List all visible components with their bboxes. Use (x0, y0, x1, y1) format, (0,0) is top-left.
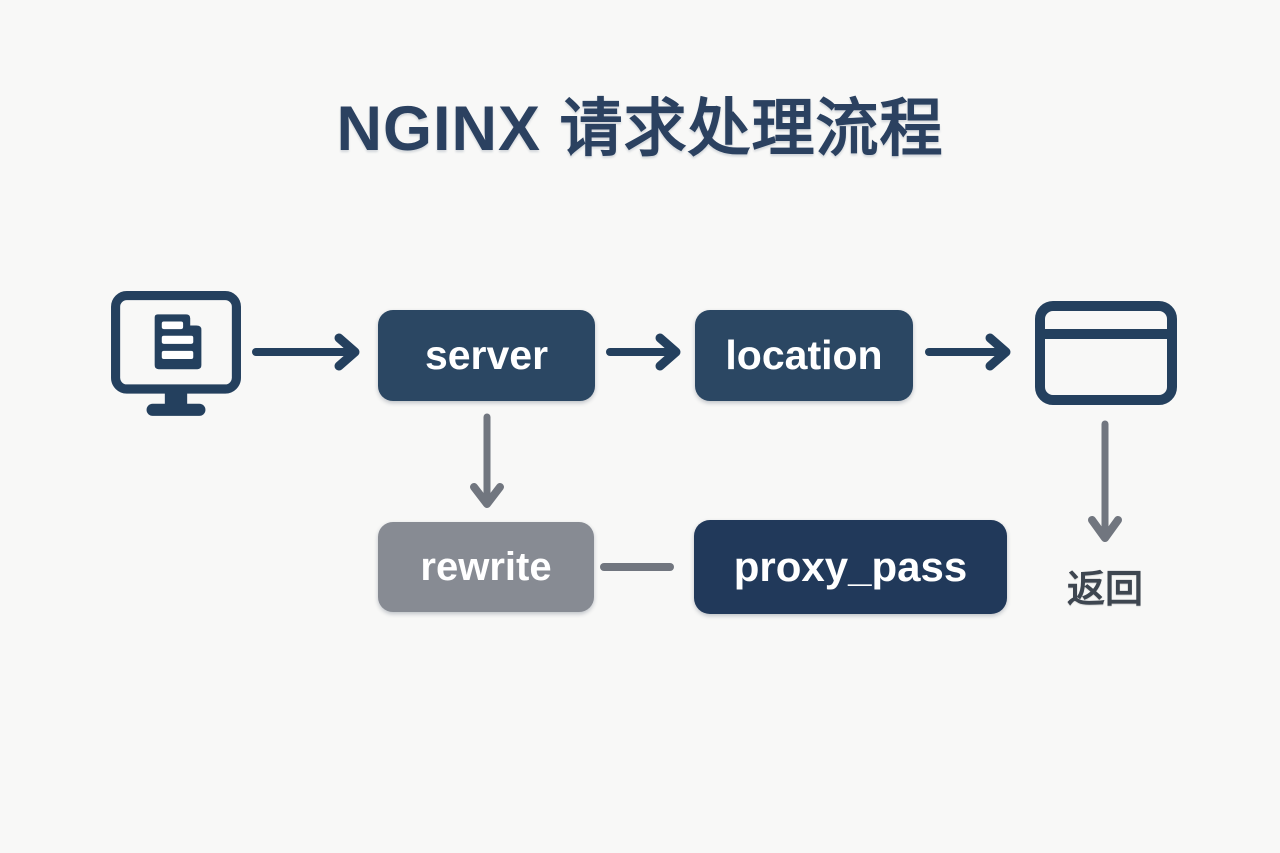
arrow-right-icon (925, 333, 1011, 371)
return-label: 返回 (1066, 569, 1143, 611)
node-proxy-pass-label: proxy_pass (733, 543, 968, 590)
node-server: server (378, 310, 595, 401)
arrow-down-icon (470, 413, 504, 508)
diagram-title: NGINX 请求处理流程 (336, 94, 944, 164)
arrow-right-icon (252, 333, 360, 371)
node-rewrite-label: rewrite (420, 544, 552, 589)
node-location: location (695, 310, 913, 401)
arrow-right-icon (606, 333, 681, 371)
arrow-down-icon (1088, 420, 1122, 542)
node-location-label: location (725, 332, 883, 378)
node-server-label: server (424, 332, 549, 378)
node-proxy-pass: proxy_pass (694, 520, 1007, 614)
connector-line (600, 563, 674, 571)
client-monitor-icon (111, 291, 241, 416)
browser-window-icon (1035, 301, 1177, 405)
node-rewrite: rewrite (378, 522, 594, 612)
